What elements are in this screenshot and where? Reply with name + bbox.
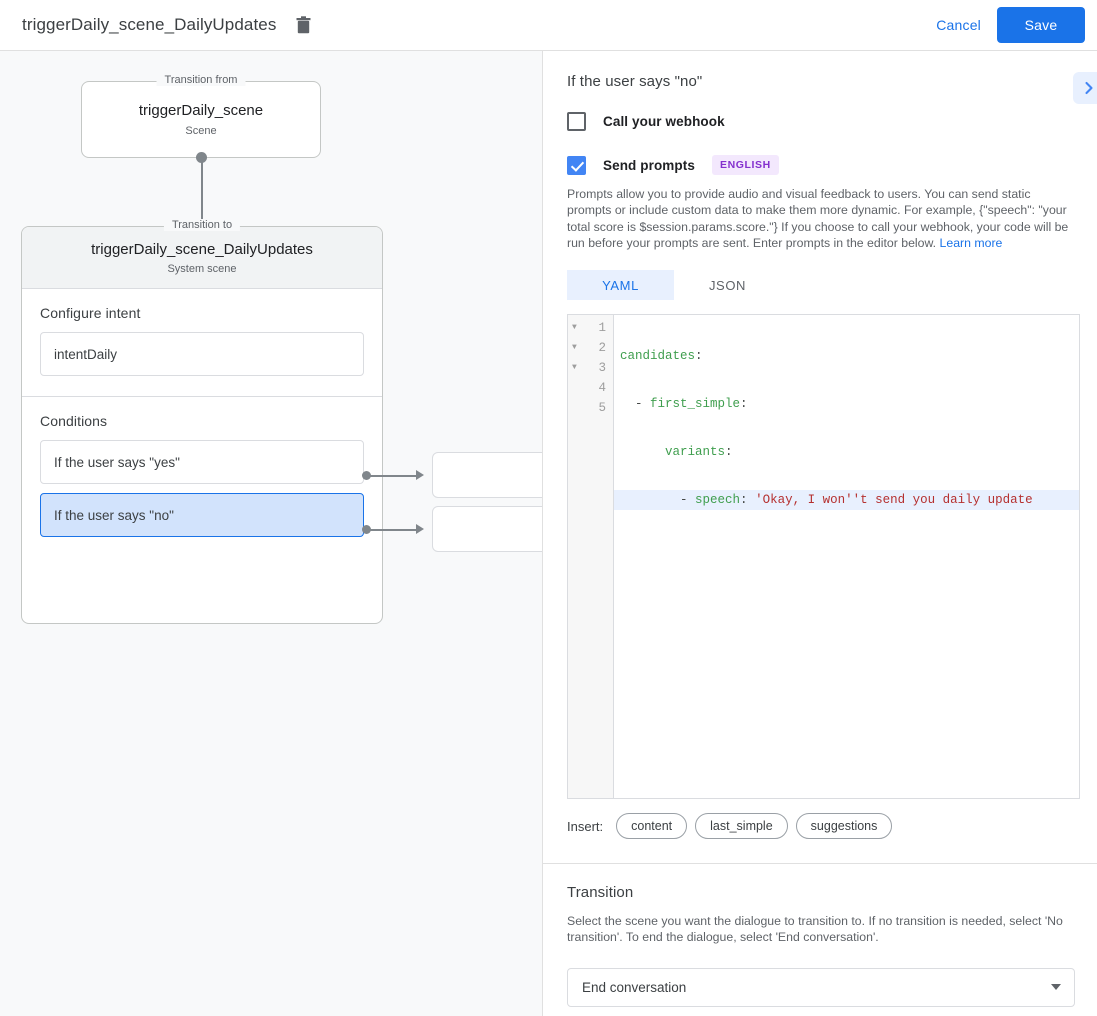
code-line-1: candidates:	[614, 346, 1079, 366]
target-card-yes[interactable]	[432, 452, 542, 498]
code-dash: -	[635, 397, 651, 411]
panel-header: If the user says "no"	[543, 51, 1097, 104]
code-line-3: variants:	[614, 442, 1079, 462]
transition-select-value: End conversation	[582, 979, 687, 995]
configure-intent-section: Configure intent intentDaily	[22, 289, 382, 397]
code-indent	[620, 493, 680, 507]
prompts-description-text: Prompts allow you to provide audio and v…	[567, 187, 1069, 250]
code-key: speech	[695, 493, 741, 507]
code-indent	[620, 445, 665, 459]
transition-from-card[interactable]: Transition from triggerDaily_scene Scene	[81, 74, 321, 158]
prompts-description: Prompts allow you to provide audio and v…	[567, 186, 1075, 251]
tab-json[interactable]: JSON	[674, 270, 781, 300]
gutter-line: ▼2	[568, 338, 613, 358]
connector-line	[201, 158, 203, 255]
conditions-section: Conditions If the user says "yes" If the…	[22, 397, 382, 555]
gutter-line: 5	[568, 398, 613, 418]
format-tab-group: YAML JSON	[567, 270, 1097, 301]
learn-more-link[interactable]: Learn more	[939, 235, 1003, 250]
transition-title: Transition	[567, 884, 634, 901]
condition-anchor-yes	[362, 471, 371, 480]
transition-to-subtitle: System scene	[167, 262, 237, 275]
transition-section: Transition Select the scene you want the…	[567, 884, 1075, 1007]
webhook-label: Call your webhook	[603, 114, 725, 129]
save-button[interactable]: Save	[997, 7, 1085, 43]
insert-row: Insert: content last_simple suggestions	[567, 813, 900, 839]
caret-down-icon	[1051, 984, 1061, 991]
code-punc: :	[695, 349, 703, 363]
condition-item-no[interactable]: If the user says "no"	[40, 493, 364, 537]
condition-anchor-no	[362, 525, 371, 534]
code-key: first_simple	[650, 397, 741, 411]
flow-canvas[interactable]: Transition from triggerDaily_scene Scene…	[0, 51, 542, 1016]
transition-select[interactable]: End conversation	[567, 967, 1075, 1007]
condition-arrowhead-no	[416, 524, 424, 534]
code-key: candidates	[620, 349, 696, 363]
trash-icon	[296, 16, 311, 34]
code-key: variants	[665, 445, 726, 459]
condition-arrowhead-yes	[416, 470, 424, 480]
code-indent	[620, 397, 635, 411]
transition-description: Select the scene you want the dialogue t…	[567, 914, 1063, 945]
gutter-line: 4	[568, 378, 613, 398]
code-punc: :	[725, 445, 733, 459]
code-line-2: - first_simple:	[614, 394, 1079, 414]
code-punc: :	[740, 397, 748, 411]
condition-item-yes[interactable]: If the user says "yes"	[40, 440, 364, 484]
insert-label: Insert:	[567, 818, 604, 834]
code-punc: :	[740, 493, 756, 507]
fold-arrow-icon[interactable]: ▼	[572, 323, 577, 332]
transition-from-legend: Transition from	[156, 74, 246, 86]
transition-from-title: triggerDaily_scene	[138, 102, 264, 119]
code-string: 'Okay, I won''t send you daily update	[755, 493, 1033, 507]
target-card-no[interactable]	[432, 506, 542, 552]
transition-to-legend: Transition to	[163, 219, 241, 231]
transition-from-subtitle: Scene	[185, 125, 217, 137]
line-number: 2	[598, 341, 606, 355]
send-prompts-label: Send prompts	[603, 157, 695, 173]
gutter-line: ▼1	[568, 318, 613, 338]
panel-title: If the user says "no"	[567, 73, 703, 90]
connector-dot	[196, 152, 207, 163]
conditions-label: Conditions	[40, 413, 108, 429]
editor-content[interactable]: candidates: - first_simple: variants: - …	[614, 315, 1079, 798]
configure-intent-label: Configure intent	[40, 305, 141, 321]
intent-value-box[interactable]: intentDaily	[40, 332, 364, 376]
code-line-4: - speech: 'Okay, I won''t send you daily…	[614, 490, 1079, 510]
details-panel: If the user says "no" Call your webhook …	[542, 51, 1097, 1016]
transition-to-header: triggerDaily_scene_DailyUpdates System s…	[22, 227, 382, 289]
chevron-right-icon	[1085, 81, 1093, 95]
cancel-button[interactable]: Cancel	[924, 9, 993, 41]
fold-arrow-icon[interactable]: ▼	[572, 343, 577, 352]
insert-chip-content[interactable]: content	[616, 813, 688, 839]
transition-to-card[interactable]: Transition to triggerDaily_scene_DailyUp…	[21, 219, 383, 624]
line-number: 3	[598, 361, 606, 375]
send-prompts-checkbox[interactable]	[567, 155, 586, 175]
insert-chip-last-simple[interactable]: last_simple	[695, 813, 788, 839]
language-badge: ENGLISH	[711, 155, 779, 175]
delete-button[interactable]	[290, 12, 316, 38]
panel-divider	[543, 863, 1097, 864]
line-number: 5	[598, 401, 606, 415]
code-dash: -	[680, 493, 696, 507]
fold-arrow-icon[interactable]: ▼	[572, 363, 577, 372]
top-bar: triggerDaily_scene_DailyUpdates Cancel S…	[0, 0, 1097, 51]
transition-to-title: triggerDaily_scene_DailyUpdates	[91, 240, 313, 258]
code-line-5	[614, 538, 1079, 558]
condition-edge-no	[370, 529, 418, 531]
editor-gutter[interactable]: ▼1 ▼2 ▼3 4 5	[568, 315, 614, 798]
gutter-line: ▼3	[568, 358, 613, 378]
code-editor[interactable]: ▼1 ▼2 ▼3 4 5 candidates: - first_simple:…	[567, 314, 1080, 799]
line-number: 1	[598, 321, 606, 335]
condition-edge-yes	[370, 475, 418, 477]
webhook-checkbox-row[interactable]: Call your webhook	[567, 112, 1097, 131]
insert-chip-suggestions[interactable]: suggestions	[795, 813, 893, 839]
page-title: triggerDaily_scene_DailyUpdates	[22, 15, 277, 34]
send-prompts-checkbox-row[interactable]: Send prompts ENGLISH	[567, 155, 1097, 175]
line-number: 4	[598, 381, 606, 395]
webhook-checkbox[interactable]	[567, 112, 586, 131]
expand-panel-button[interactable]	[1073, 72, 1097, 104]
tab-yaml[interactable]: YAML	[567, 270, 674, 301]
